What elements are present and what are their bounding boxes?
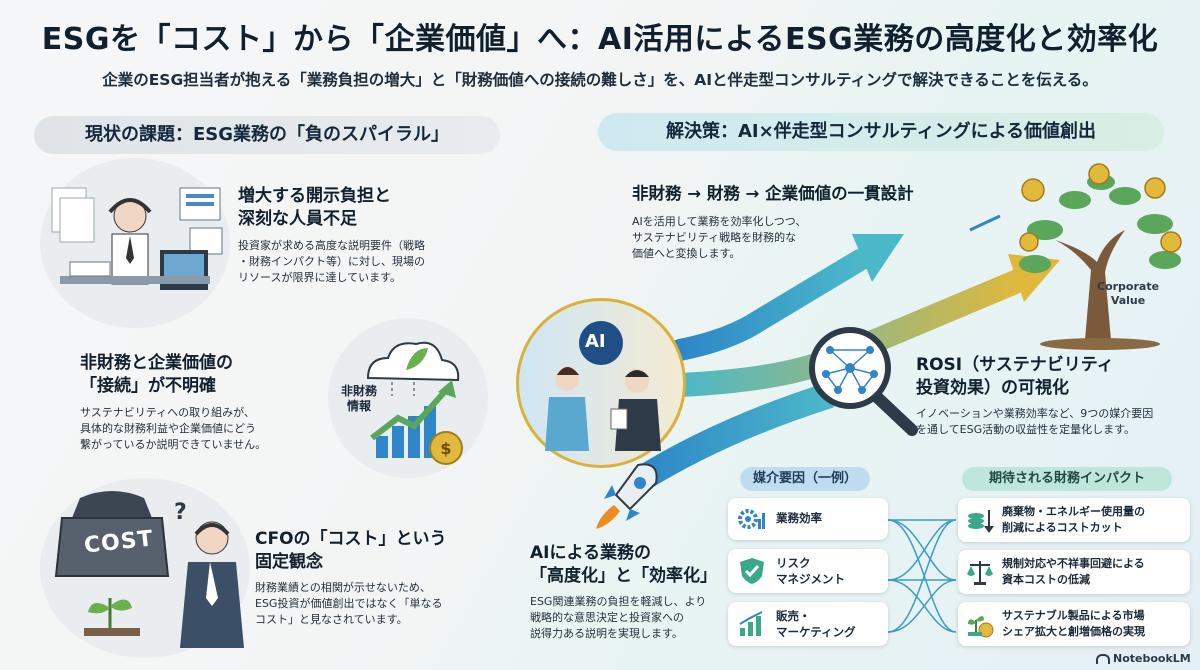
shield-check-icon xyxy=(740,558,764,584)
corporate-value-label: Corporate Value xyxy=(1097,280,1160,307)
page-subtitle: 企業のESG担当者が抱える「業務負担の増大」と「財務価値への接続の難しさ」を、A… xyxy=(102,71,1098,89)
corporate-value-tree: Corporate Value xyxy=(1005,160,1195,350)
overwhelmed-worker-icon xyxy=(51,187,223,290)
mediator-item-sales: 販売・ マーケティング xyxy=(728,602,888,646)
scale-icon xyxy=(967,561,993,585)
mediator-item-risk: リスク マネジメント xyxy=(728,549,888,593)
issue-3-title: CFOの「コスト」という 固定観念 xyxy=(255,529,447,572)
money-tree-icon xyxy=(1019,163,1182,350)
issue-1-illustration xyxy=(40,158,230,328)
impact-label: サステナブル製品による市場 シェア拡大と創増価格の実現 xyxy=(1002,609,1145,638)
cost-weight-icon xyxy=(54,491,244,648)
issue-1-title: 増大する開示負担と 深刻な人員不足 xyxy=(238,186,391,229)
brand-label: NotebookLM xyxy=(1096,652,1191,665)
ai-badge: AI xyxy=(585,331,606,352)
mediator-label: リスク マネジメント xyxy=(776,556,845,586)
mediator-label: 業務効率 xyxy=(776,511,822,525)
plant-money-icon xyxy=(968,616,994,638)
svg-text:$: $ xyxy=(440,439,451,458)
ai-work-title: AIによる業務の 「高度化」と「効率化」 xyxy=(530,543,717,586)
rocket-icon xyxy=(596,463,658,529)
section-title-problems: 現状の課題：ESG業務の「負のスパイラル」 xyxy=(34,116,500,154)
impact-label: 廃棄物・エネルギー使用量の 削減によるコストカット xyxy=(1002,505,1145,534)
section-title-solutions: 解決策：AI×伴走型コンサルティングによる価値創出 xyxy=(598,113,1164,151)
mediator-item-efficiency: 業務効率 xyxy=(728,498,888,540)
impacts-title: 期待される財務インパクト xyxy=(962,467,1172,491)
issue-2-title: 非財務と企業価値の 「接続」が不明確 xyxy=(80,353,233,396)
design-desc: AIを活用して業務を効率化しつつ、 サステナビリティ戦略を財務的な 価値へと変換… xyxy=(632,215,807,260)
non-financial-info-label: 非財務 情報 xyxy=(340,384,377,413)
rosi-desc: イノベーションや業務効率など、9つの媒介要因 を通してESG活動の収益性を定量化… xyxy=(916,407,1154,436)
issue-3-illustration: COST ? xyxy=(40,478,250,658)
rosi-magnifier-illustration xyxy=(800,322,930,442)
rosi-title: ROSI（サステナビリティ 投資効果）の可視化 xyxy=(916,355,1114,398)
issue-2-illustration: $ 非財務 情報 xyxy=(328,318,488,478)
bar-chart-icon xyxy=(739,611,763,636)
issue-3-desc: 財務業績との相関が示せないため、 ESG投資が価値創出ではなく「単なる コスト」… xyxy=(255,581,443,626)
network-magnifier-icon xyxy=(809,327,918,436)
impact-item-capital-cost: 規制対応や不祥事回避による 資本コストの低減 xyxy=(958,550,1190,594)
page-title: ESGを「コスト」から「企業価値」へ：AI活用によるESG業務の高度化と効率化 xyxy=(41,22,1159,57)
impact-label: 規制対応や不祥事回避による 資本コストの低減 xyxy=(1002,557,1145,586)
ai-collaboration-illustration: AI xyxy=(516,298,686,468)
impact-item-cost-cut: 廃棄物・エネルギー使用量の 削減によるコストカット xyxy=(958,498,1190,542)
notebooklm-logo-icon xyxy=(1096,654,1110,664)
mediators-title: 媒介要因（一例） xyxy=(740,467,870,491)
question-mark-icon: ? xyxy=(174,500,187,525)
cloud-growth-chart-icon: $ xyxy=(366,341,463,465)
consultant-meeting-icon xyxy=(545,321,661,451)
gear-chart-icon xyxy=(738,509,765,529)
impact-item-market-share: サステナブル製品による市場 シェア拡大と創増価格の実現 xyxy=(958,602,1190,646)
mediator-label: 販売・ マーケティング xyxy=(776,609,856,639)
issue-1-desc: 投資家が求める高度な説明要件（戦略 ・財務インパクト等）に対し、現場の リソース… xyxy=(238,239,425,284)
ai-work-desc: ESG関連業務の負担を軽減し、より 戦略的な意思決定と投資家への 説得力ある説明… xyxy=(530,595,707,640)
issue-2-desc: サステナビリティへの取り組みが、 具体的な財務利益や企業価値にどう 繋がっている… xyxy=(80,406,267,451)
coins-down-icon xyxy=(968,510,994,533)
design-title: 非財務 → 財務 → 企業価値の一貫設計 xyxy=(632,184,914,203)
